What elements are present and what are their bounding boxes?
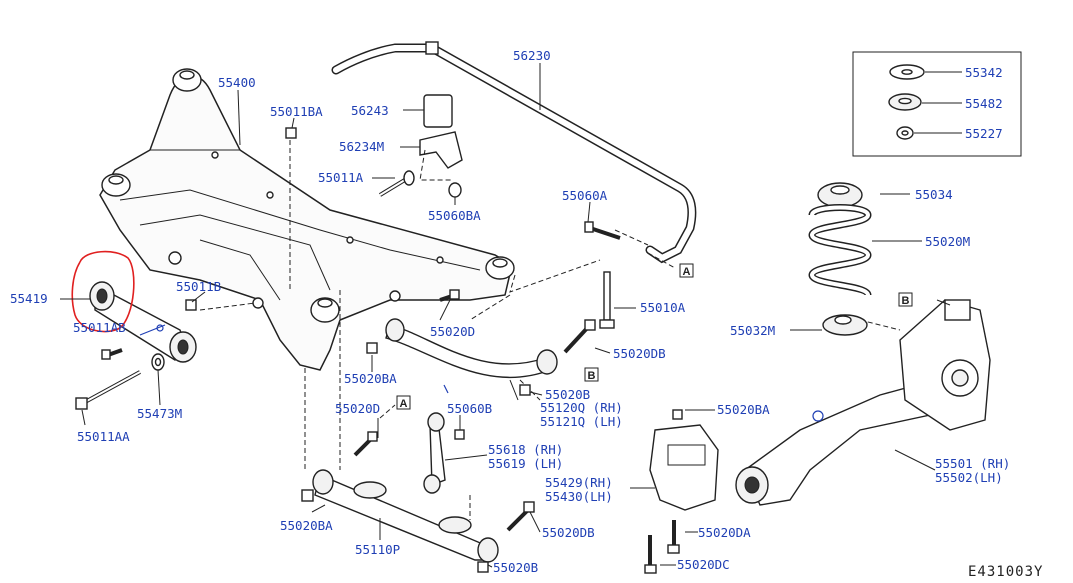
crossmember — [99, 68, 515, 371]
label-55020D-lower: 55020D — [335, 401, 380, 416]
label-55502: 55502(LH) — [935, 470, 1003, 485]
label-55011BA: 55011BA — [270, 104, 323, 119]
svg-text:B: B — [902, 295, 910, 307]
ref-box-A2: A — [396, 395, 411, 410]
washer-inset — [852, 51, 1022, 157]
svg-text:B: B — [588, 370, 596, 382]
label-55020DA: 55020DA — [698, 525, 751, 540]
label-55020DC: 55020DC — [677, 557, 730, 572]
label-55618: 55618 (RH) — [488, 442, 563, 457]
label-55020B-lower: 55020B — [493, 560, 538, 575]
leader-lines — [60, 63, 951, 568]
label-55020DB-upper: 55020DB — [613, 346, 666, 361]
label-55020BA-lower: 55020BA — [280, 518, 333, 533]
label-55121Q: 55121Q (LH) — [540, 414, 623, 429]
label-55060A: 55060A — [562, 188, 608, 203]
svg-text:A: A — [683, 266, 691, 278]
label-55429: 55429(RH) — [545, 475, 613, 490]
label-55011A: 55011A — [318, 170, 364, 185]
label-55060B: 55060B — [447, 401, 492, 416]
label-56243: 56243 — [351, 103, 389, 118]
label-55419: 55419 — [10, 291, 48, 306]
dashed-lines — [199, 140, 901, 520]
label-55619: 55619 (LH) — [488, 456, 563, 471]
control-arm-55419 — [71, 250, 197, 363]
ref-box-A1: A — [679, 263, 694, 278]
toe-link — [353, 412, 465, 494]
label-55020BA-right: 55020BA — [717, 402, 770, 417]
label-55020DB-lower: 55020DB — [542, 525, 595, 540]
label-55060BA: 55060BA — [428, 208, 481, 223]
label-55342: 55342 — [965, 65, 1003, 80]
label-55400: 55400 — [218, 75, 256, 90]
coil-spring — [808, 182, 872, 336]
upper-link — [366, 289, 596, 396]
label-55020D-upper: 55020D — [430, 324, 475, 339]
label-55034: 55034 — [915, 187, 953, 202]
ref-box-B1: B — [584, 367, 599, 382]
label-55010A: 55010A — [640, 300, 686, 315]
left-fasteners — [75, 127, 297, 410]
label-55110P: 55110P — [355, 542, 400, 557]
label-55501: 55501 (RH) — [935, 456, 1010, 471]
part-labels: 55400 56230 55011BA 56243 56234M 55011A … — [10, 48, 1010, 575]
label-55020M: 55020M — [925, 234, 970, 249]
lower-link — [301, 469, 535, 573]
label-56234M: 56234M — [339, 139, 384, 154]
svg-text:A: A — [400, 398, 408, 410]
label-55020B-upper: 55020B — [545, 387, 590, 402]
label-55482: 55482 — [965, 96, 1003, 111]
label-55227: 55227 — [965, 126, 1003, 141]
label-56230: 56230 — [513, 48, 551, 63]
label-55120Q: 55120Q (RH) — [540, 400, 623, 415]
stabilizer-bar — [331, 41, 697, 264]
diagram-code: E431003Y — [968, 564, 1043, 580]
label-55011AA: 55011AA — [77, 429, 130, 444]
highlight-circle — [71, 250, 135, 333]
label-55020BA-upper: 55020BA — [344, 371, 397, 386]
label-55011AB: 55011AB — [73, 320, 126, 335]
label-55011B: 55011B — [176, 279, 221, 294]
label-55430: 55430(LH) — [545, 489, 613, 504]
label-55473M: 55473M — [137, 406, 182, 421]
label-55032M: 55032M — [730, 323, 775, 338]
bracket — [644, 409, 719, 574]
ref-box-B2: B — [898, 292, 913, 307]
lower-arm — [735, 299, 991, 506]
long-bolt — [584, 221, 621, 329]
